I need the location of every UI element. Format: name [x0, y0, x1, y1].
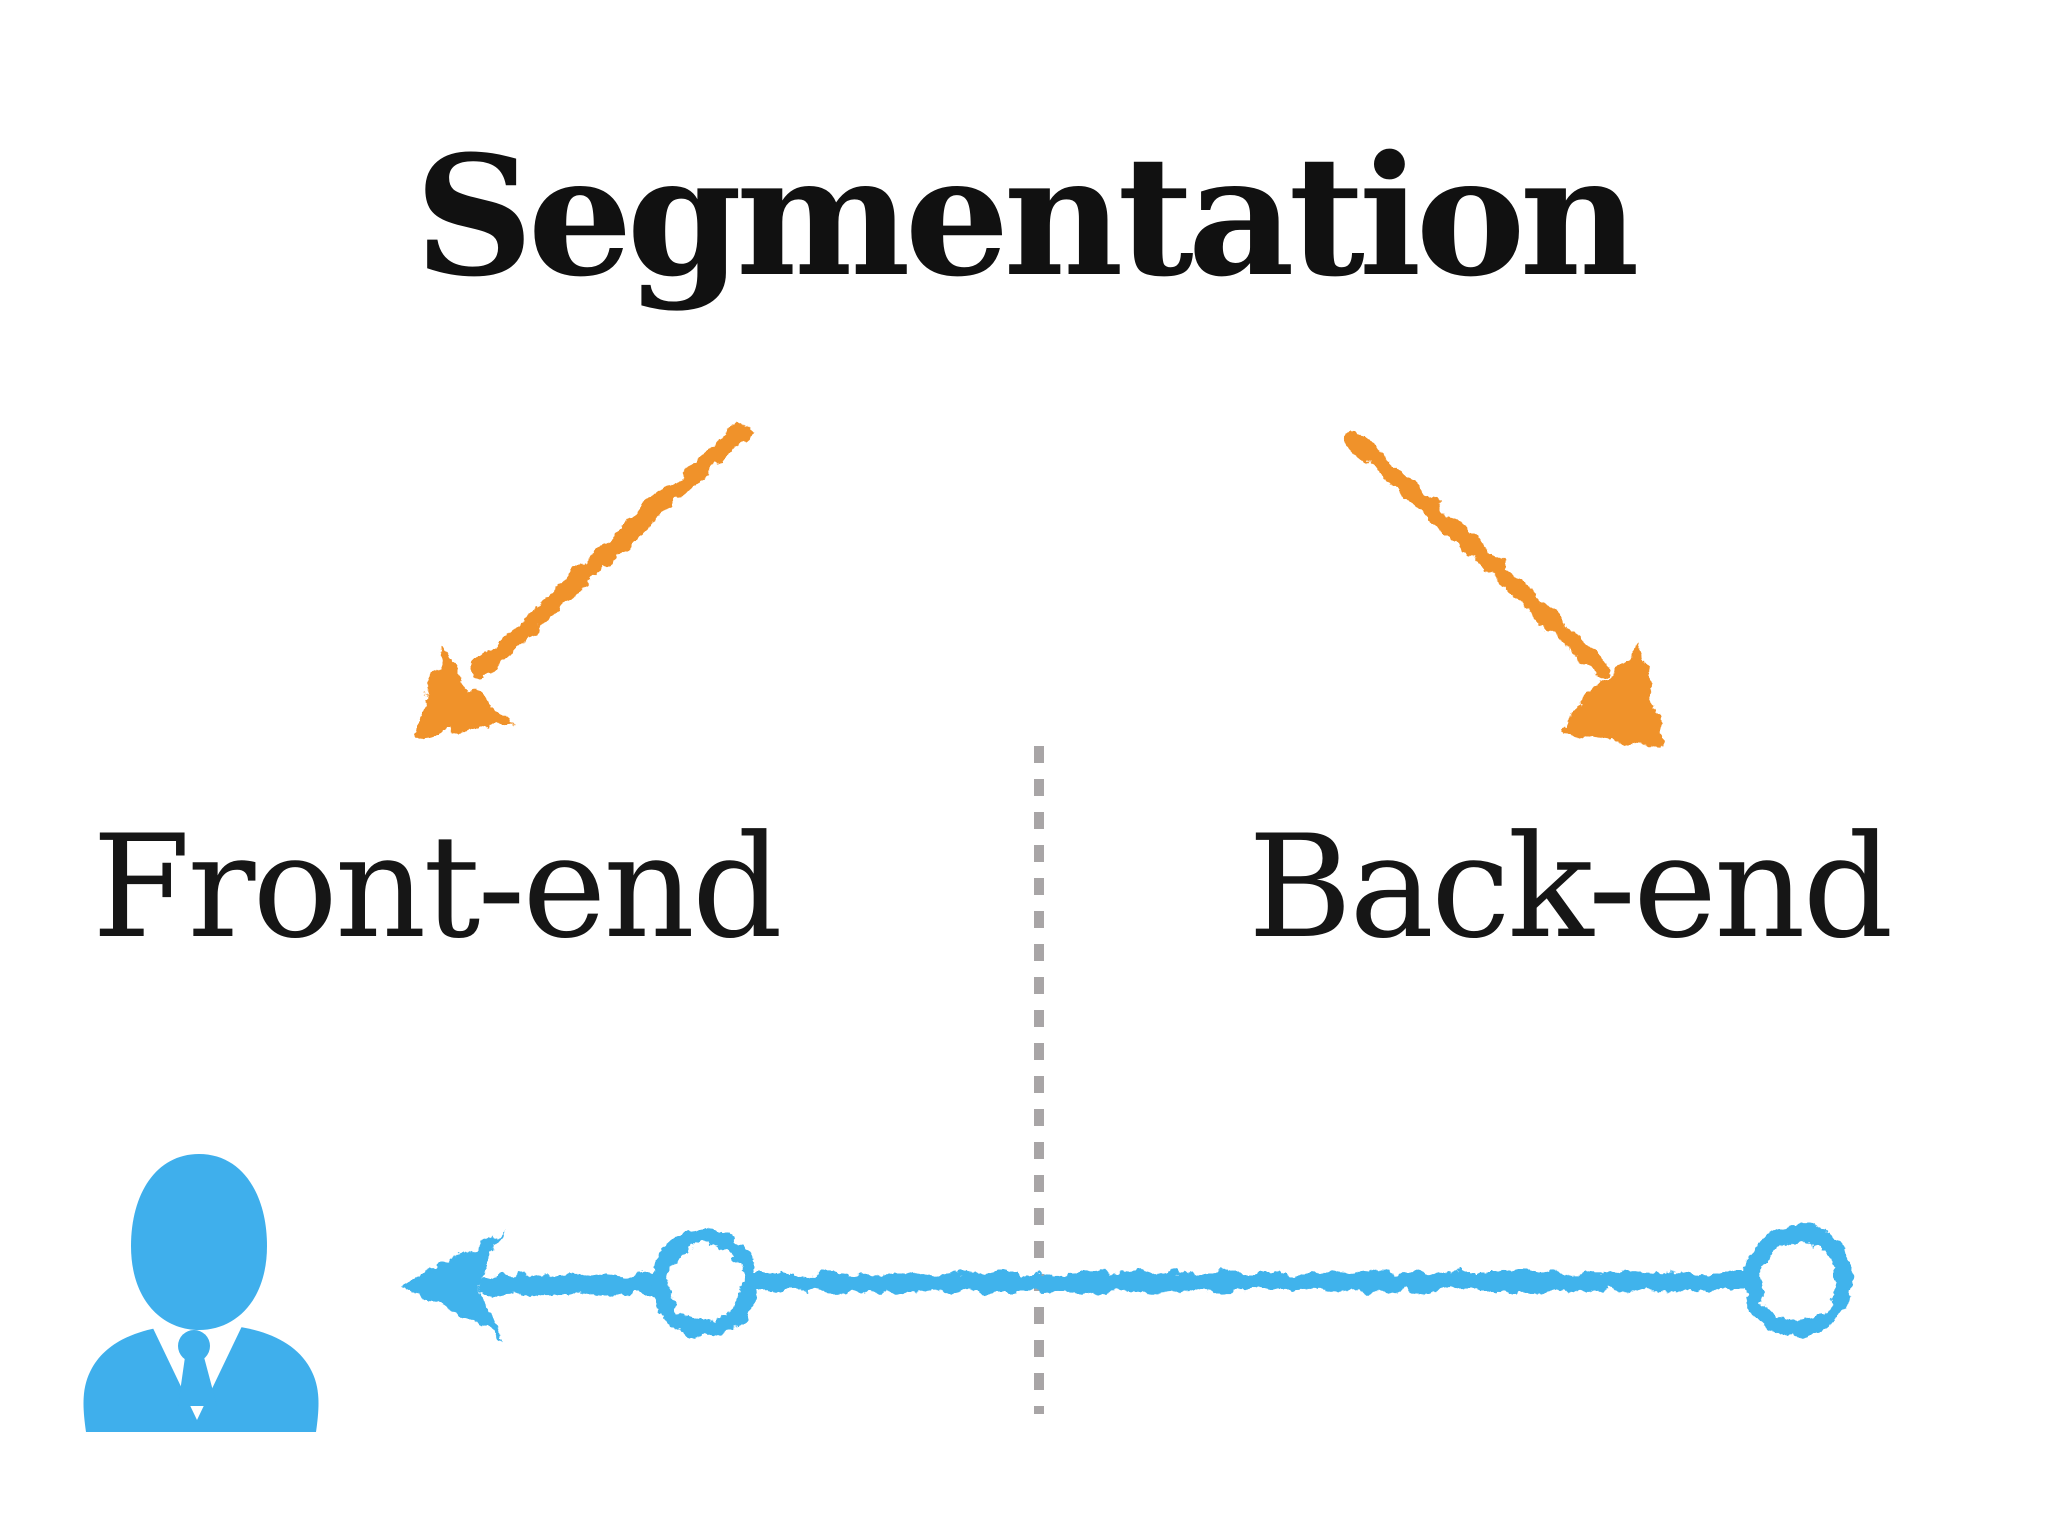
back-end-label: Back-end	[1248, 805, 1893, 970]
flow-node-circle-right	[1743, 1226, 1853, 1336]
front-end-label: Front-end	[92, 805, 783, 970]
down-left-arrow-icon	[414, 423, 751, 735]
down-right-arrow-icon	[1343, 429, 1662, 748]
flow-left-arrow-icon	[400, 1226, 1853, 1340]
slide-title: Segmentation	[414, 119, 1639, 313]
